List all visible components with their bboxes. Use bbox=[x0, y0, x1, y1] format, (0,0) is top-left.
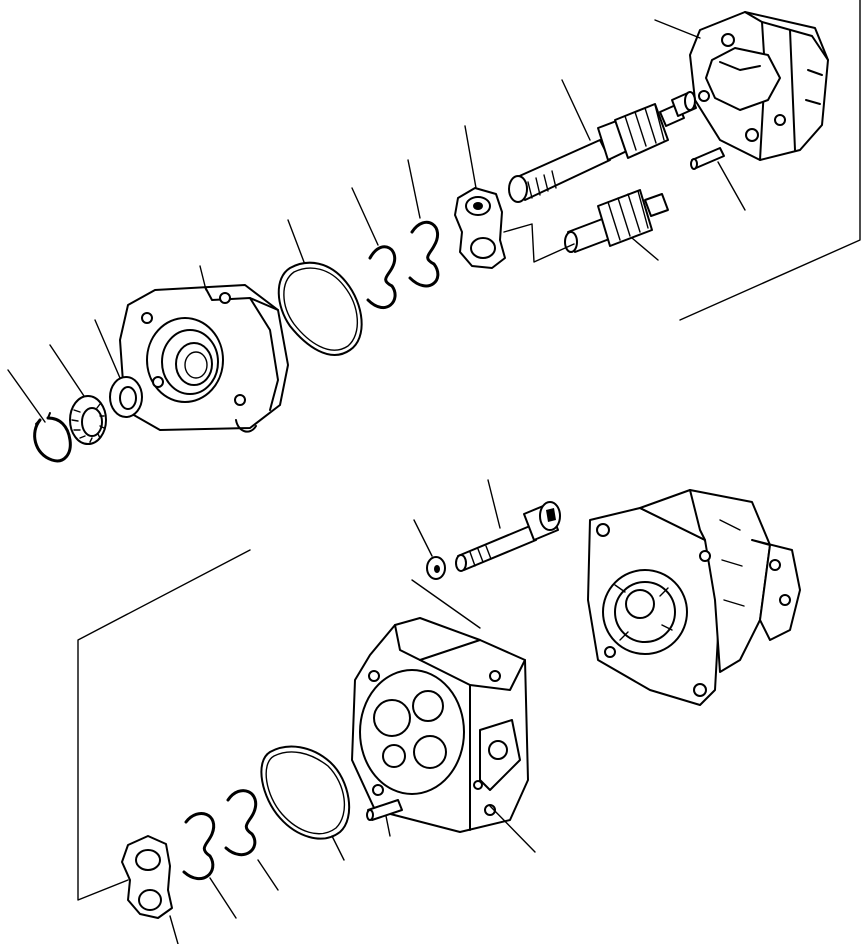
seal-e-lower-a bbox=[224, 789, 258, 857]
driven-gear bbox=[564, 189, 669, 253]
needle-bearing bbox=[69, 395, 107, 445]
bushing-plate-upper bbox=[454, 187, 506, 269]
bolt-washer bbox=[426, 556, 446, 580]
pump-assembly bbox=[587, 489, 801, 706]
leader-lines-lower bbox=[77, 479, 536, 944]
seal-e-upper-b bbox=[408, 220, 440, 288]
front-flange-cover bbox=[119, 284, 289, 433]
o-ring-lower bbox=[260, 745, 351, 840]
washer bbox=[109, 376, 143, 418]
dowel-pin-lower bbox=[366, 799, 403, 821]
mounting-bolt bbox=[455, 501, 561, 572]
housing-cover-rear bbox=[689, 11, 829, 161]
dowel-pin-upper bbox=[690, 147, 725, 170]
bushing-plate-lower bbox=[121, 835, 173, 919]
seal-e-upper-a bbox=[366, 245, 397, 309]
snap-ring bbox=[33, 412, 72, 463]
gear-housing bbox=[351, 617, 529, 833]
drive-shaft-gear bbox=[508, 91, 697, 203]
o-ring-upper bbox=[277, 261, 363, 356]
seal-e-lower-b bbox=[182, 812, 216, 881]
leader-lines-upper bbox=[7, 0, 861, 423]
